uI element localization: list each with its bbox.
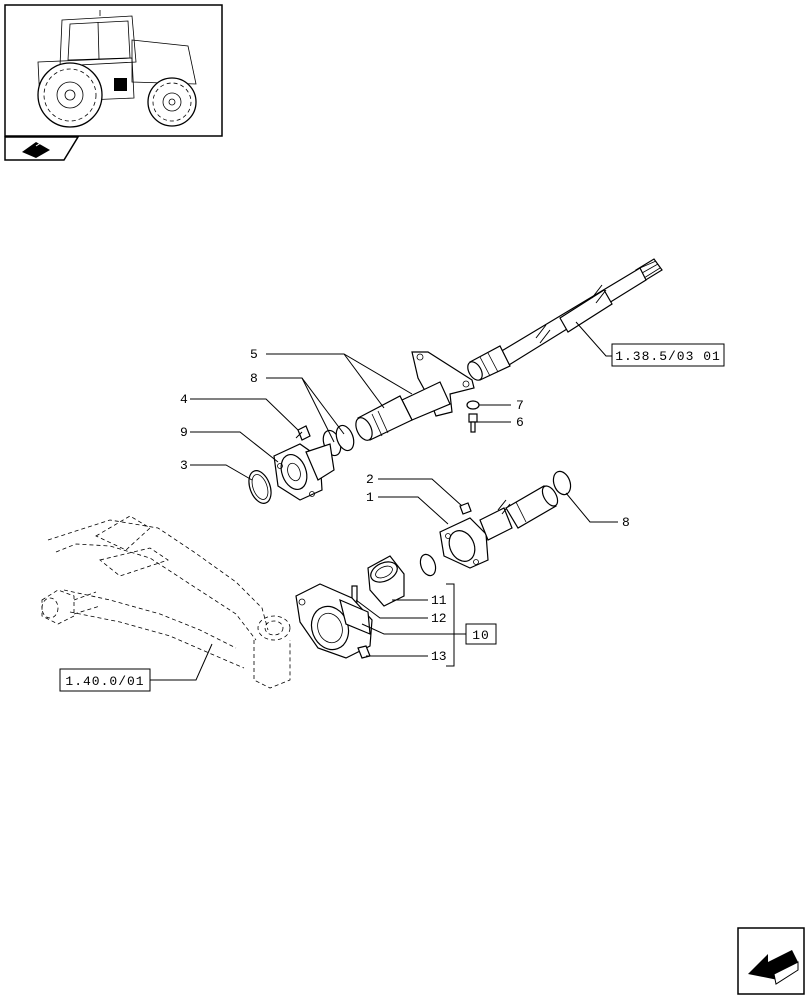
axle-support [295,583,373,659]
bolt-6 [468,413,478,433]
front-axle-housing [41,515,291,689]
callout-6: 6 [516,415,524,430]
o-ring-upper-b [335,424,355,452]
next-page-arrow-icon[interactable] [737,927,805,995]
callout-5: 5 [250,347,258,362]
coupling-sleeve [505,485,559,529]
shaft-ref-label: 1.38.5/03 01 [615,349,721,364]
book-nav-icon[interactable] [4,136,80,161]
group-ref-box[interactable]: 10 [465,623,497,645]
callout-8-right: 8 [622,515,630,530]
callout-9: 9 [180,425,188,440]
bolt-2 [459,502,472,515]
support-bracket [355,351,475,441]
callout-12: 12 [431,611,447,626]
bushing [367,555,405,607]
axle-ref-label: 1.40.0/01 [65,674,144,689]
o-ring-right [552,470,572,496]
shaft-ref-box[interactable]: 1.38.5/03 01 [611,343,725,367]
callout-7: 7 [516,398,524,413]
flange-cover [273,443,335,501]
o-ring-flange [248,470,272,504]
axle-ref-box[interactable]: 1.40.0/01 [59,668,151,692]
group-ref-label: 10 [472,628,490,643]
callout-1: 1 [366,490,374,505]
callout-2: 2 [366,472,374,487]
leader-lines [150,321,618,681]
input-shaft [467,258,663,381]
snap-ring [419,553,437,577]
tractor-thumbnail-icon[interactable] [4,4,223,137]
callout-4: 4 [180,392,188,407]
bearing-housing [439,499,513,569]
callout-13: 13 [431,649,447,664]
nut-7 [466,400,480,410]
callout-3: 3 [180,458,188,473]
callout-11: 11 [431,593,447,608]
callout-8-upper: 8 [250,371,258,386]
bolt-4 [295,425,311,441]
